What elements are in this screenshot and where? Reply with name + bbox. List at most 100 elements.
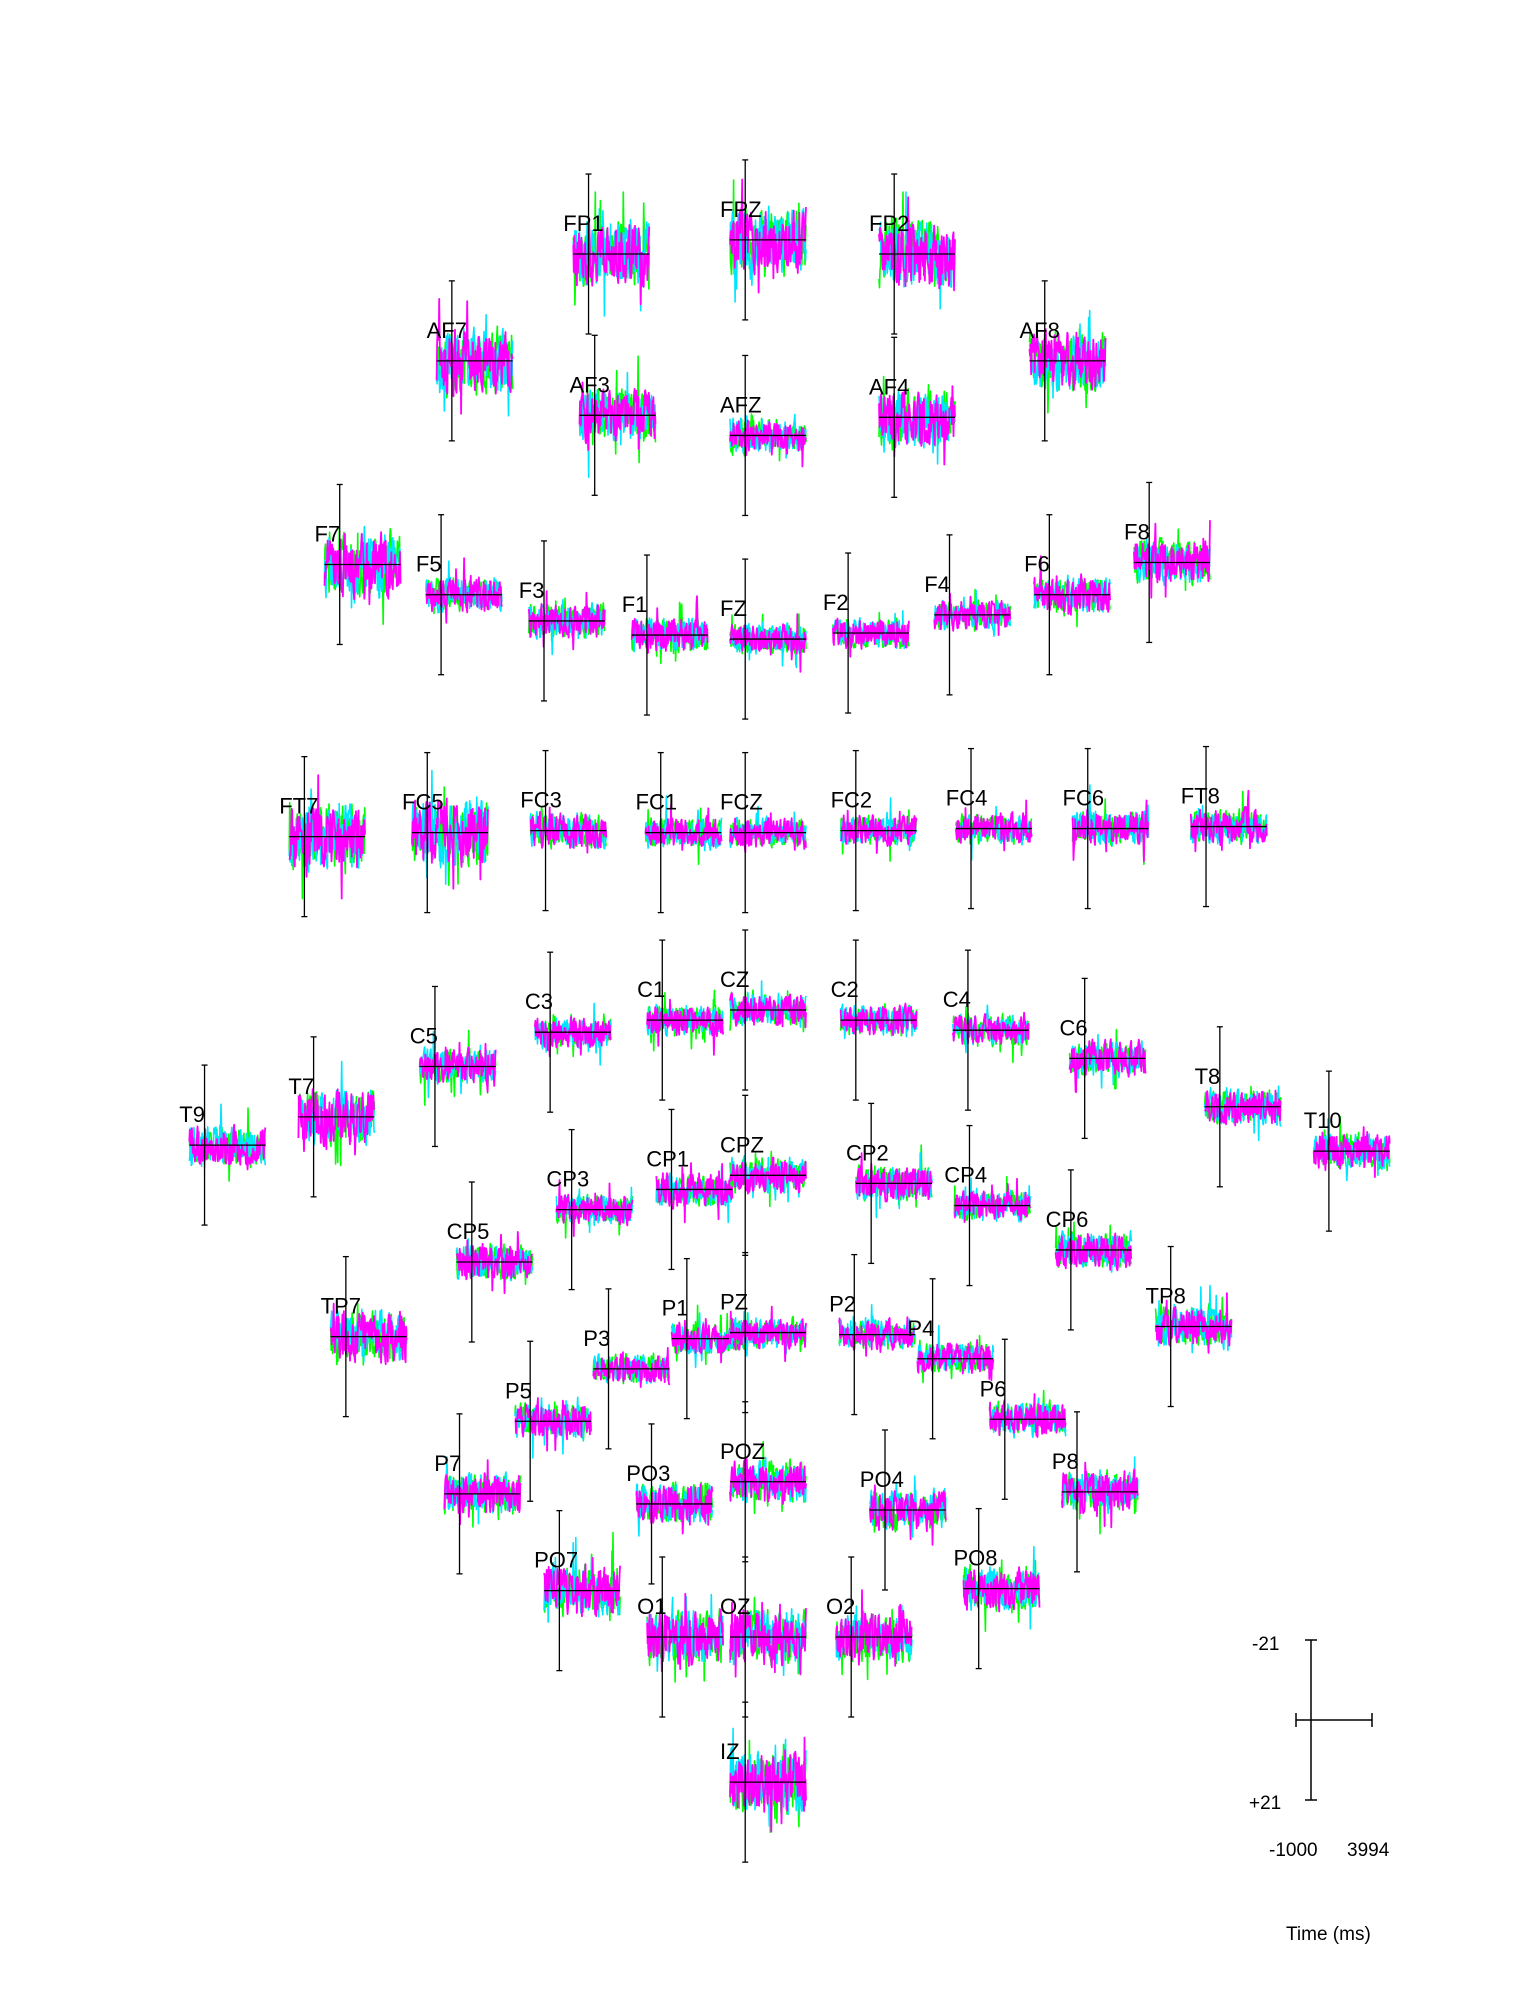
channel-label: FT8	[1181, 784, 1220, 809]
channel-f1: F1	[622, 554, 709, 716]
series-3-trace	[592, 1347, 671, 1388]
channel-afz: AFZ	[720, 354, 807, 517]
series-3-trace	[655, 1162, 734, 1224]
channel-cp4: CP4	[944, 1124, 1032, 1287]
series-3-trace	[835, 1589, 913, 1667]
channel-label: AF4	[869, 374, 909, 399]
series-3-trace	[839, 1002, 918, 1036]
channel-fp1: FP1	[563, 173, 651, 335]
channel-po8: PO8	[954, 1507, 1041, 1670]
channel-label: AF3	[570, 372, 610, 397]
channel-p4: P4	[907, 1278, 995, 1440]
series-3-trace	[1189, 789, 1268, 853]
channel-label: P1	[662, 1296, 689, 1321]
series-3-trace	[527, 590, 606, 651]
channel-label: FC5	[402, 790, 444, 815]
channel-label: FC4	[946, 786, 988, 811]
channel-f8: F8	[1124, 481, 1211, 644]
channel-p5: P5	[505, 1340, 592, 1502]
channel-label: P7	[434, 1451, 461, 1476]
channel-label: T8	[1195, 1064, 1221, 1089]
channel-fc6: FC6	[1063, 747, 1150, 910]
channel-cz: CZ	[720, 929, 807, 1091]
channel-label: F1	[622, 592, 648, 617]
channel-label: C2	[831, 977, 859, 1002]
channel-fc4: FC4	[946, 747, 1033, 910]
channel-label: T9	[179, 1102, 205, 1127]
channel-label: F2	[823, 590, 849, 615]
channel-label: CP3	[546, 1167, 589, 1192]
channel-po7: PO7	[534, 1509, 621, 1672]
channel-label: F4	[924, 572, 950, 597]
channel-label: F3	[519, 578, 545, 603]
series-3-trace	[1028, 328, 1107, 391]
series-3-trace	[1133, 520, 1211, 599]
channel-label: FC6	[1063, 786, 1105, 811]
channel-c3: C3	[525, 951, 612, 1113]
series-3-trace	[729, 178, 807, 294]
channel-label: C6	[1060, 1015, 1088, 1040]
series-3-trace	[411, 797, 489, 890]
channel-cp5: CP5	[447, 1181, 534, 1343]
channel-label: AF7	[427, 318, 467, 343]
channel-f5: F5	[416, 514, 503, 676]
channel-label: PO7	[534, 1548, 578, 1573]
channel-label: FC2	[831, 788, 873, 813]
channel-label: F6	[1024, 552, 1050, 577]
series-3-trace	[635, 1483, 714, 1535]
channel-label: P2	[829, 1292, 856, 1317]
series-3-trace	[455, 1231, 534, 1295]
channel-fcz: FCZ	[720, 751, 807, 914]
channel-label: CZ	[720, 967, 749, 992]
series-3-trace	[435, 297, 514, 415]
series-3-trace	[729, 1156, 807, 1195]
channel-label: FZ	[720, 596, 747, 621]
channel-label: P8	[1052, 1449, 1079, 1474]
series-3-trace	[729, 613, 807, 673]
channel-label: FPZ	[720, 197, 762, 222]
series-3-trace	[916, 1339, 995, 1382]
channel-label: OZ	[720, 1594, 751, 1619]
series-3-trace	[572, 218, 651, 306]
channel-label: CPZ	[720, 1132, 764, 1157]
channel-label: FC1	[636, 790, 678, 815]
channel-label: FC3	[520, 788, 562, 813]
series-3-trace	[933, 592, 1012, 636]
series-3-trace	[1071, 799, 1150, 863]
channel-label: TP8	[1146, 1284, 1186, 1309]
channel-label: F7	[315, 522, 341, 547]
channel-tp8: TP8	[1146, 1245, 1233, 1408]
channel-cp1: CP1	[646, 1108, 734, 1271]
series-3-trace	[1203, 1089, 1282, 1127]
legend-y-top-label: -21	[1252, 1634, 1279, 1655]
series-3-trace	[953, 1177, 1032, 1223]
channel-po3: PO3	[626, 1423, 714, 1585]
channel-fp2: FP2	[869, 173, 956, 335]
series-3-trace	[297, 1088, 376, 1156]
channel-iz: IZ	[720, 1701, 807, 1863]
series-3-trace	[578, 381, 657, 451]
channel-f2: F2	[823, 552, 910, 714]
series-2-trace	[955, 805, 1033, 861]
channel-label: CP5	[447, 1219, 490, 1244]
channel-label: PO4	[860, 1467, 904, 1492]
channel-label: FT7	[279, 794, 318, 819]
channel-label: FP2	[869, 211, 909, 236]
channel-c5: C5	[410, 985, 497, 1148]
channel-label: TP7	[321, 1294, 361, 1319]
channel-label: C4	[943, 987, 971, 1012]
series-3-trace	[878, 196, 956, 292]
channel-fc3: FC3	[520, 749, 608, 912]
channel-cp2: CP2	[846, 1102, 933, 1265]
channel-fc5: FC5	[402, 751, 489, 914]
channel-p7: P7	[434, 1413, 522, 1575]
channel-label: CP6	[1046, 1207, 1089, 1232]
channel-label: P4	[907, 1316, 934, 1341]
x-axis-label: Time (ms)	[1286, 1924, 1371, 1945]
channel-label: T10	[1304, 1108, 1342, 1133]
channel-c1: C1	[637, 939, 724, 1101]
series-3-trace	[418, 1041, 497, 1093]
series-3-trace	[988, 1393, 1067, 1438]
legend-y-bottom-label: +21	[1249, 1793, 1281, 1814]
